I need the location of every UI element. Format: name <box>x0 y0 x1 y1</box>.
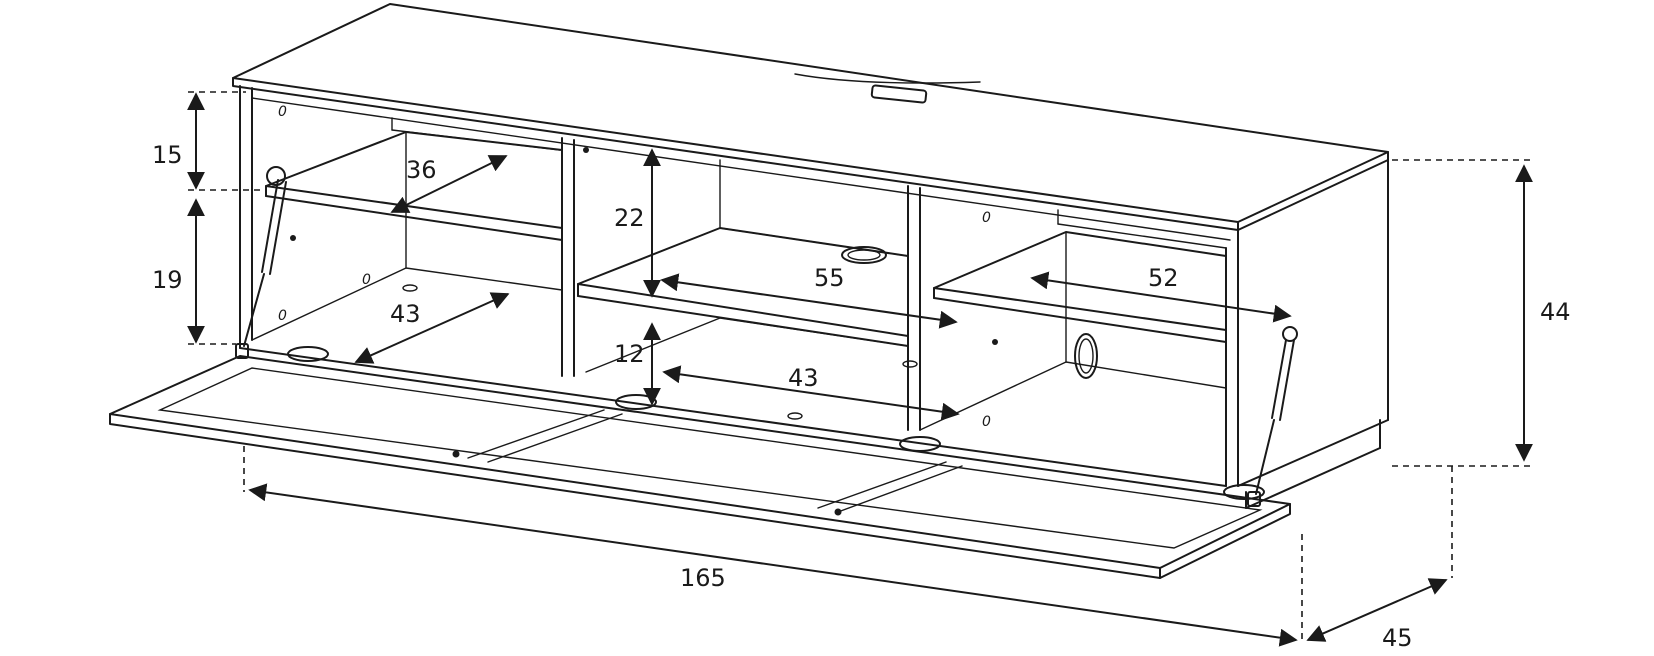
hole-mark: 0 <box>362 272 371 288</box>
dimension-lines <box>187 91 1533 647</box>
right-shelf <box>933 231 1227 331</box>
hole-mark: 0 <box>278 308 287 324</box>
dim-label-top-height: 15 <box>152 141 183 169</box>
dim-label-center-lower-height: 12 <box>614 340 645 368</box>
dim-line-center-lower-width <box>662 365 960 421</box>
dim-label-left-bottom-depth: 43 <box>390 300 421 328</box>
dim-label-left-shelf-depth: 36 <box>406 156 437 184</box>
dim-label-center-upper-height: 22 <box>614 204 645 232</box>
dim-label-total-height: 44 <box>1540 298 1571 326</box>
dim-line-right-shelf-width <box>1030 271 1292 323</box>
fall-front-door <box>109 346 1291 579</box>
dim-label-left-gap-height: 19 <box>152 266 183 294</box>
dim-line-total-depth <box>1306 578 1448 642</box>
cabinet-body <box>232 3 1389 509</box>
hinge <box>899 436 941 452</box>
cable-outlet <box>870 84 928 104</box>
hole-mark: 0 <box>982 210 991 226</box>
dim-label-center-upper-width: 55 <box>814 264 845 292</box>
door-outer <box>109 355 1291 569</box>
door-inner-frame <box>157 367 1263 549</box>
hinge <box>287 346 329 362</box>
dim-label-total-depth: 45 <box>1382 624 1413 652</box>
hole-mark: 0 <box>982 414 991 430</box>
cable-grommet-center <box>841 246 887 264</box>
dim-line-center-upper-width <box>660 273 958 329</box>
cable-grommet-right <box>1074 333 1098 379</box>
dim-line-total-width <box>248 483 1298 647</box>
center-shelf <box>577 227 909 337</box>
gas-strut-left <box>235 166 287 359</box>
dim-label-right-shelf-width: 52 <box>1148 264 1179 292</box>
dim-label-center-lower-width: 43 <box>788 364 819 392</box>
hole-mark: 0 <box>278 104 287 120</box>
dim-line-left-shelf-depth <box>390 155 508 213</box>
dim-line-left-bottom-depth <box>354 292 510 364</box>
dim-label-total-width: 165 <box>680 564 726 592</box>
